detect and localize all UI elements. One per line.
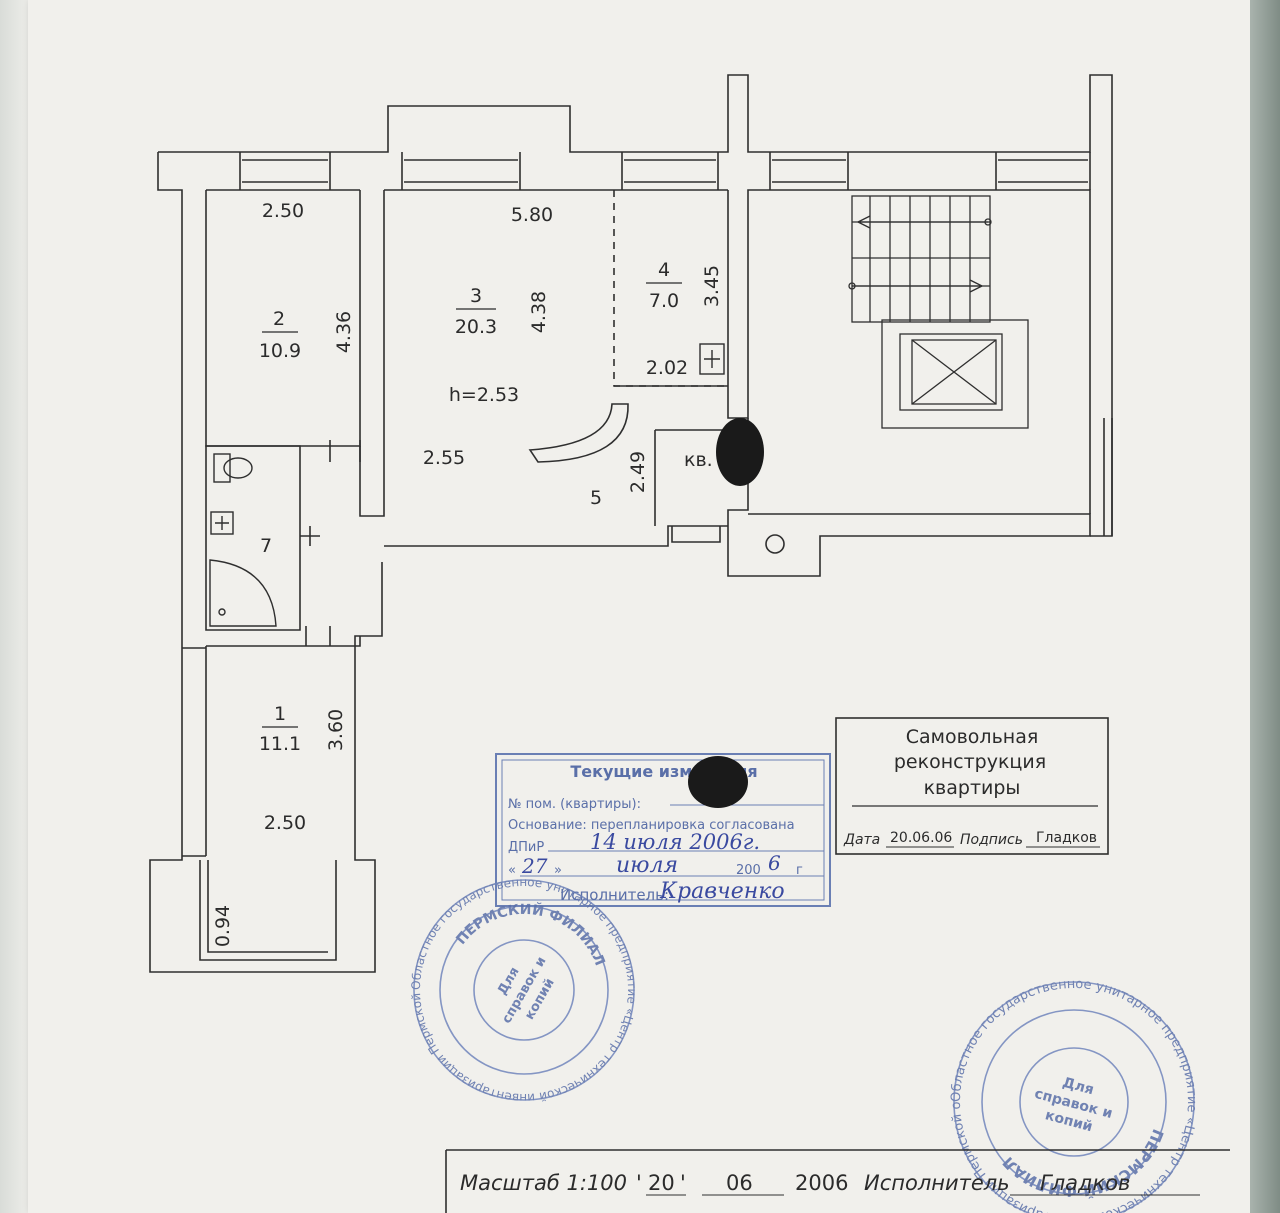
room2-area: 10.9	[259, 340, 301, 362]
redaction-mark	[716, 418, 764, 486]
footer-day: 20	[648, 1171, 675, 1195]
footer-executor-value: Гладков	[1040, 1171, 1130, 1195]
staircase	[848, 195, 1029, 429]
reconstruction-line2: реконструкция	[894, 751, 1046, 773]
hall-depth-label: 2.49	[627, 451, 649, 493]
stamp-row4-year-suffix: 6	[768, 851, 781, 875]
stamp-row4-g: г	[796, 863, 803, 878]
room2-depth-label: 4.36	[333, 311, 355, 353]
stamp-row2: Основание: перепланировка согласована	[508, 818, 795, 833]
room-labels: 2.50 2 10.9 4.36 5.80 3 20.3 4.38 h=2.53…	[212, 200, 723, 947]
room4-number: 4	[658, 259, 670, 281]
footer-scale: Масштаб 1:100	[460, 1171, 627, 1195]
room1-depth-label: 3.60	[325, 709, 347, 751]
date-label: Дата	[843, 832, 880, 848]
walls	[149, 74, 1113, 973]
footer-year: 2006	[795, 1171, 848, 1195]
round-stamp-right-center1: Для	[1061, 1075, 1096, 1099]
room1-number: 1	[274, 703, 286, 725]
round-stamp-left: Областное государственное унитарное пред…	[0, 0, 639, 1105]
room1-area: 11.1	[259, 733, 301, 755]
stamp-quote-close: »	[554, 863, 562, 878]
reconstruction-box: Самовольная реконструкция квартиры Дата …	[835, 717, 1109, 855]
signature-value: Гладков	[1036, 830, 1097, 846]
room4-area: 7.0	[649, 290, 679, 312]
sink-fixture	[210, 511, 234, 535]
signature-label: Подпись	[960, 832, 1023, 848]
table-surface-right	[1250, 0, 1280, 1213]
apartment-label: кв.	[684, 449, 713, 471]
kitchen-sink-fixture	[699, 343, 725, 375]
reconstruction-line3: квартиры	[924, 777, 1021, 799]
paper-sheet	[28, 0, 1250, 1213]
stamp-row5-value: Кравченко	[659, 879, 785, 904]
table-surface-left	[0, 0, 30, 1213]
stamp-quote-open: «	[508, 863, 516, 878]
footer-quote-close: '	[680, 1171, 686, 1195]
footer-month: 06	[726, 1171, 753, 1195]
room3-width-label: 5.80	[511, 204, 553, 226]
room7-number: 7	[260, 535, 272, 557]
reconstruction-line1: Самовольная	[906, 726, 1039, 748]
room3-depth-label: 4.38	[528, 291, 550, 333]
stamp-redaction-mark	[688, 756, 748, 808]
stamp-row4-year-prefix: 200	[736, 863, 761, 878]
stamp-row1: № пом. (квартиры):	[508, 797, 641, 812]
balcony-depth-label: 0.94	[212, 905, 234, 947]
round-stamp-left-branch: ПЕРМСКИЙ ФИЛИАЛ	[453, 901, 607, 968]
room2-number: 2	[273, 308, 285, 330]
room4-depth-label: 3.45	[701, 265, 723, 307]
stamp-row3-value: 14 июля 2006г.	[590, 830, 760, 854]
room2-width-label: 2.50	[262, 200, 304, 222]
room3-area: 20.3	[455, 316, 497, 338]
changes-stamp: Текущие изменения № пом. (квартиры): Осн…	[495, 753, 831, 907]
ceiling-height-label: h=2.53	[449, 384, 519, 406]
round-stamp-left-outer-text: Областное государственное унитарное пред…	[0, 0, 639, 1105]
shower-fixture	[209, 559, 277, 627]
footer-title-block: Масштаб 1:100 ' 20 ' 06 2006 Исполнитель…	[445, 1149, 1230, 1213]
room4-width-label: 2.02	[646, 357, 688, 379]
hall-width-label: 2.55	[423, 447, 465, 469]
room3-number: 3	[470, 285, 482, 307]
stamp-row4-day: 27	[521, 854, 548, 878]
room1-width-label: 2.50	[264, 812, 306, 834]
stamp-row3-label: ДПиР	[508, 840, 544, 855]
toilet-fixture	[213, 453, 253, 483]
footer-quote-open: '	[636, 1171, 642, 1195]
date-value: 20.06.06	[890, 830, 952, 846]
stamp-row4-month: июля	[616, 853, 678, 878]
room5-number: 5	[590, 487, 602, 509]
footer-executor-label: Исполнитель	[864, 1171, 1010, 1195]
